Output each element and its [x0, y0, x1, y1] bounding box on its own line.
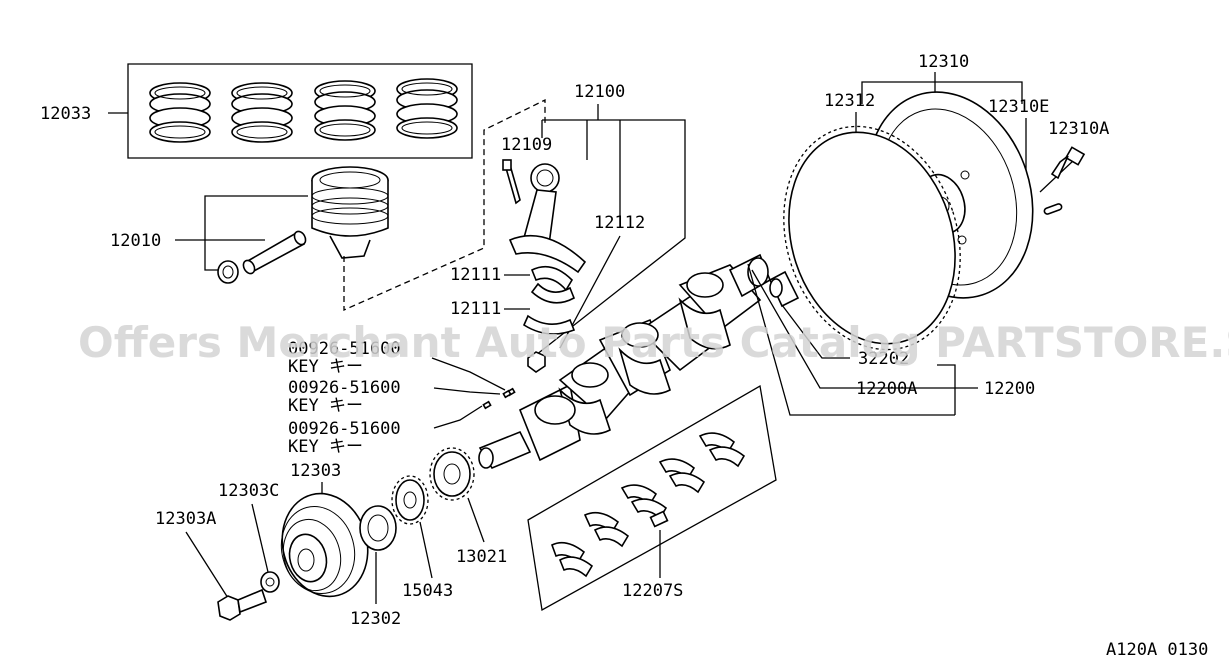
connecting-rod[interactable]	[508, 163, 587, 274]
label-key3-number: 00926-51600	[288, 419, 401, 439]
label-15043: 15043	[402, 581, 453, 601]
figure-code: A120A 0130	[1106, 640, 1208, 660]
timing-sprocket[interactable]	[429, 447, 475, 501]
pulley-washer[interactable]	[260, 571, 280, 593]
conn-rod-bearing-lower[interactable]	[522, 282, 576, 335]
label-12303: 12303	[290, 461, 341, 481]
label-12312: 12312	[824, 91, 875, 111]
label-12200: 12200	[984, 379, 1035, 399]
label-12109: 12109	[501, 135, 552, 155]
label-13021: 13021	[456, 547, 507, 567]
label-12207S: 12207S	[622, 581, 683, 601]
pilot-bushing[interactable]	[768, 270, 800, 308]
crank-pulley[interactable]	[271, 484, 379, 606]
label-32202: 32202	[858, 349, 909, 369]
label-12111-upper: 12111	[450, 265, 501, 285]
piston[interactable]	[311, 166, 389, 259]
label-12100: 12100	[574, 82, 625, 102]
crankshaft[interactable]	[478, 253, 772, 470]
label-key1-text: KEY キー	[288, 357, 363, 377]
label-key2-text: KEY キー	[288, 396, 363, 416]
label-key2-number: 00926-51600	[288, 378, 401, 398]
label-12302: 12302	[350, 609, 401, 629]
label-12033: 12033	[40, 104, 91, 124]
label-12310: 12310	[918, 52, 969, 72]
piston-ring-set[interactable]	[127, 63, 473, 159]
oil-seal[interactable]	[359, 505, 397, 551]
piston-pin[interactable]	[241, 229, 308, 275]
label-12010: 12010	[110, 231, 161, 251]
label-12111-lower: 12111	[450, 299, 501, 319]
flywheel-bolt[interactable]	[1050, 146, 1086, 180]
label-12310A: 12310A	[1048, 119, 1109, 139]
label-key1-number: 00926-51600	[288, 339, 401, 359]
watermark-text: Offers Merchant Auto Parts Catalog PARTS…	[78, 318, 1229, 367]
crank-sprocket[interactable]	[391, 475, 429, 525]
label-12112: 12112	[594, 213, 645, 233]
dowel-pin[interactable]	[1043, 203, 1063, 215]
woodruff-key-3[interactable]	[482, 400, 492, 410]
pulley-bolt[interactable]	[217, 588, 268, 621]
label-12303C: 12303C	[218, 481, 279, 501]
label-12200A: 12200A	[856, 379, 917, 399]
main-bearing-set[interactable]	[527, 384, 777, 612]
label-key3-text: KEY キー	[288, 437, 363, 457]
label-12310E: 12310E	[988, 97, 1049, 117]
piston-pin-clip[interactable]	[217, 260, 239, 284]
label-12303A: 12303A	[155, 509, 216, 529]
conn-rod-bolt[interactable]	[502, 159, 521, 205]
woodruff-key-2[interactable]	[502, 389, 512, 399]
conn-rod-nut[interactable]	[527, 351, 546, 373]
